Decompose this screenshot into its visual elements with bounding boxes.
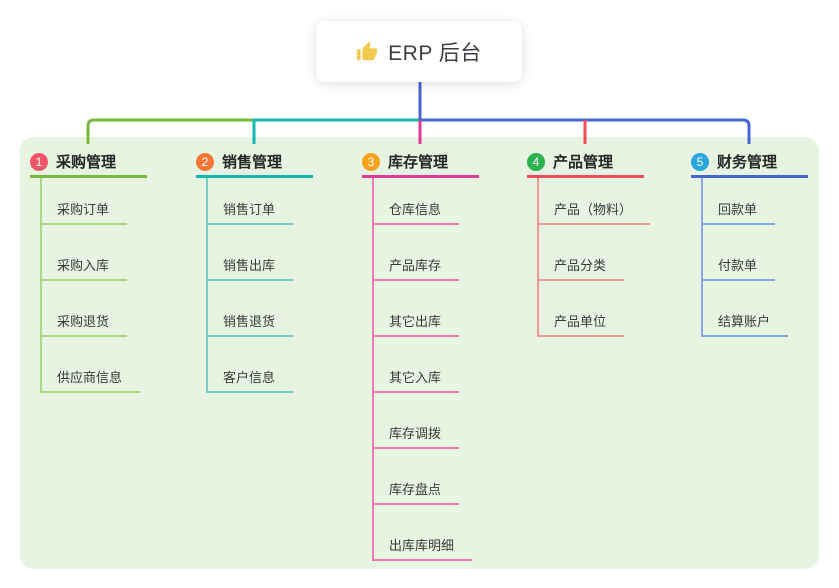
branch-node[interactable]: 4 产品管理 xyxy=(527,148,644,178)
branch-node[interactable]: 2 销售管理 xyxy=(196,148,313,178)
branch-children: 回款单 付款单 结算账户 xyxy=(701,178,808,337)
child-node[interactable]: 其它出库 xyxy=(374,281,460,337)
child-node-label: 采购退货 xyxy=(57,314,110,329)
child-node-label: 仓库信息 xyxy=(389,202,442,217)
child-node[interactable]: 产品（物料） xyxy=(539,178,651,225)
branch-number-badge: 3 xyxy=(362,152,380,171)
child-node-label: 回款单 xyxy=(718,202,758,217)
branch-node[interactable]: 1 采购管理 xyxy=(30,148,147,178)
child-node[interactable]: 库存调拨 xyxy=(374,393,460,449)
child-node[interactable]: 仓库信息 xyxy=(374,178,460,225)
child-node[interactable]: 采购入库 xyxy=(42,225,128,281)
child-node-label: 付款单 xyxy=(718,258,758,273)
branch-1: 1 采购管理 采购订单 采购入库 采购退货 供应商信息 xyxy=(30,148,147,393)
child-node-label: 产品单位 xyxy=(554,314,607,329)
child-node-label: 供应商信息 xyxy=(57,370,123,385)
child-node-label: 库存调拨 xyxy=(389,426,442,441)
branch-number-badge: 2 xyxy=(196,152,214,171)
thumbs-up-icon xyxy=(356,41,378,63)
child-node-label: 客户信息 xyxy=(223,370,276,385)
child-node[interactable]: 其它入库 xyxy=(374,337,460,393)
child-node-label: 产品库存 xyxy=(389,258,442,273)
branch-node[interactable]: 3 库存管理 xyxy=(362,148,479,178)
branch-number-badge: 4 xyxy=(527,152,545,171)
child-node-label: 其它入库 xyxy=(389,370,442,385)
child-node-label: 结算账户 xyxy=(718,314,771,329)
child-node-label: 库存盘点 xyxy=(389,482,442,497)
child-node-label: 销售出库 xyxy=(223,258,276,273)
branch-number-badge: 5 xyxy=(691,152,709,171)
branches-panel xyxy=(20,137,819,569)
child-node[interactable]: 库存盘点 xyxy=(374,449,460,505)
child-node-label: 采购订单 xyxy=(57,202,110,217)
branch-label: 库存管理 xyxy=(388,154,449,171)
child-node[interactable]: 产品分类 xyxy=(539,225,625,281)
branch-node[interactable]: 5 财务管理 xyxy=(691,148,808,178)
child-node-label: 其它出库 xyxy=(389,314,442,329)
branch-number-badge: 1 xyxy=(30,152,48,171)
child-node[interactable]: 付款单 xyxy=(703,225,776,281)
branch-label: 采购管理 xyxy=(56,154,117,171)
child-node[interactable]: 出库库明细 xyxy=(374,505,473,561)
child-node[interactable]: 采购退货 xyxy=(42,281,128,337)
child-node[interactable]: 采购订单 xyxy=(42,178,128,225)
branch-5: 5 财务管理 回款单 付款单 结算账户 xyxy=(691,148,808,337)
child-node[interactable]: 产品库存 xyxy=(374,225,460,281)
child-node[interactable]: 销售退货 xyxy=(208,281,294,337)
root-node[interactable]: ERP 后台 xyxy=(316,21,522,82)
branch-label: 销售管理 xyxy=(222,154,283,171)
child-node[interactable]: 结算账户 xyxy=(703,281,789,337)
child-node[interactable]: 销售订单 xyxy=(208,178,294,225)
branch-label: 产品管理 xyxy=(553,154,614,171)
branch-label: 财务管理 xyxy=(717,154,778,171)
child-node-label: 产品分类 xyxy=(554,258,607,273)
child-node[interactable]: 回款单 xyxy=(703,178,776,225)
child-node-label: 销售退货 xyxy=(223,314,276,329)
branch-children: 采购订单 采购入库 采购退货 供应商信息 xyxy=(40,178,147,393)
child-node-label: 采购入库 xyxy=(57,258,110,273)
child-node-label: 销售订单 xyxy=(223,202,276,217)
branch-children: 产品（物料） 产品分类 产品单位 xyxy=(537,178,651,337)
child-node[interactable]: 供应商信息 xyxy=(42,337,141,393)
child-node-label: 产品（物料） xyxy=(554,202,633,217)
branch-children: 销售订单 销售出库 销售退货 客户信息 xyxy=(206,178,313,393)
root-node-label: ERP 后台 xyxy=(388,41,482,65)
child-node[interactable]: 销售出库 xyxy=(208,225,294,281)
branch-3: 3 库存管理 仓库信息 产品库存 其它出库 其它入库 库存调拨 库存盘点 出库库… xyxy=(362,148,479,561)
branch-2: 2 销售管理 销售订单 销售出库 销售退货 客户信息 xyxy=(196,148,313,393)
branch-children: 仓库信息 产品库存 其它出库 其它入库 库存调拨 库存盘点 出库库明细 xyxy=(372,178,479,561)
child-node-label: 出库库明细 xyxy=(389,538,455,553)
child-node[interactable]: 产品单位 xyxy=(539,281,625,337)
branch-4: 4 产品管理 产品（物料） 产品分类 产品单位 xyxy=(527,148,651,337)
child-node[interactable]: 客户信息 xyxy=(208,337,294,393)
